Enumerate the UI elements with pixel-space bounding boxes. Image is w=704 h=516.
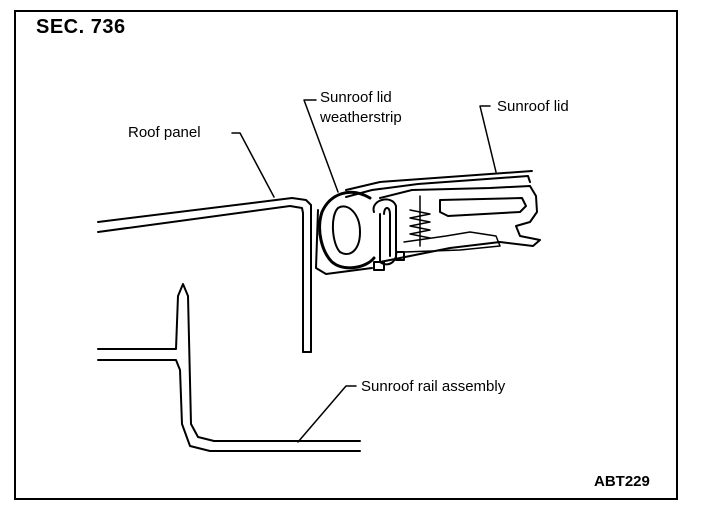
leader-roof-panel: [231, 132, 275, 198]
leader-rail-assembly: [297, 385, 357, 443]
label-weatherstrip-line1: Sunroof lid: [320, 89, 392, 106]
sunroof-rail-shape: [97, 283, 361, 452]
label-weatherstrip: Sunroof lid weatherstrip: [320, 88, 402, 128]
diagram-frame: [14, 10, 678, 500]
weatherstrip-shape: [315, 190, 405, 275]
label-rail-assembly: Sunroof rail assembly: [361, 378, 506, 395]
label-sunroof-lid: Sunroof lid: [497, 98, 569, 115]
leader-weatherstrip: [303, 99, 339, 193]
leader-lines: [231, 99, 497, 443]
lid-spring-detail: [403, 195, 501, 253]
label-roof-panel: Roof panel: [128, 124, 201, 141]
figure-code: ABT229: [594, 473, 650, 490]
roof-panel-shape: [97, 197, 312, 353]
section-title: SEC. 736: [36, 16, 126, 38]
leader-sunroof-lid: [479, 105, 497, 173]
label-weatherstrip-line2: weatherstrip: [320, 109, 402, 126]
sunroof-lid-shape: [345, 170, 541, 263]
